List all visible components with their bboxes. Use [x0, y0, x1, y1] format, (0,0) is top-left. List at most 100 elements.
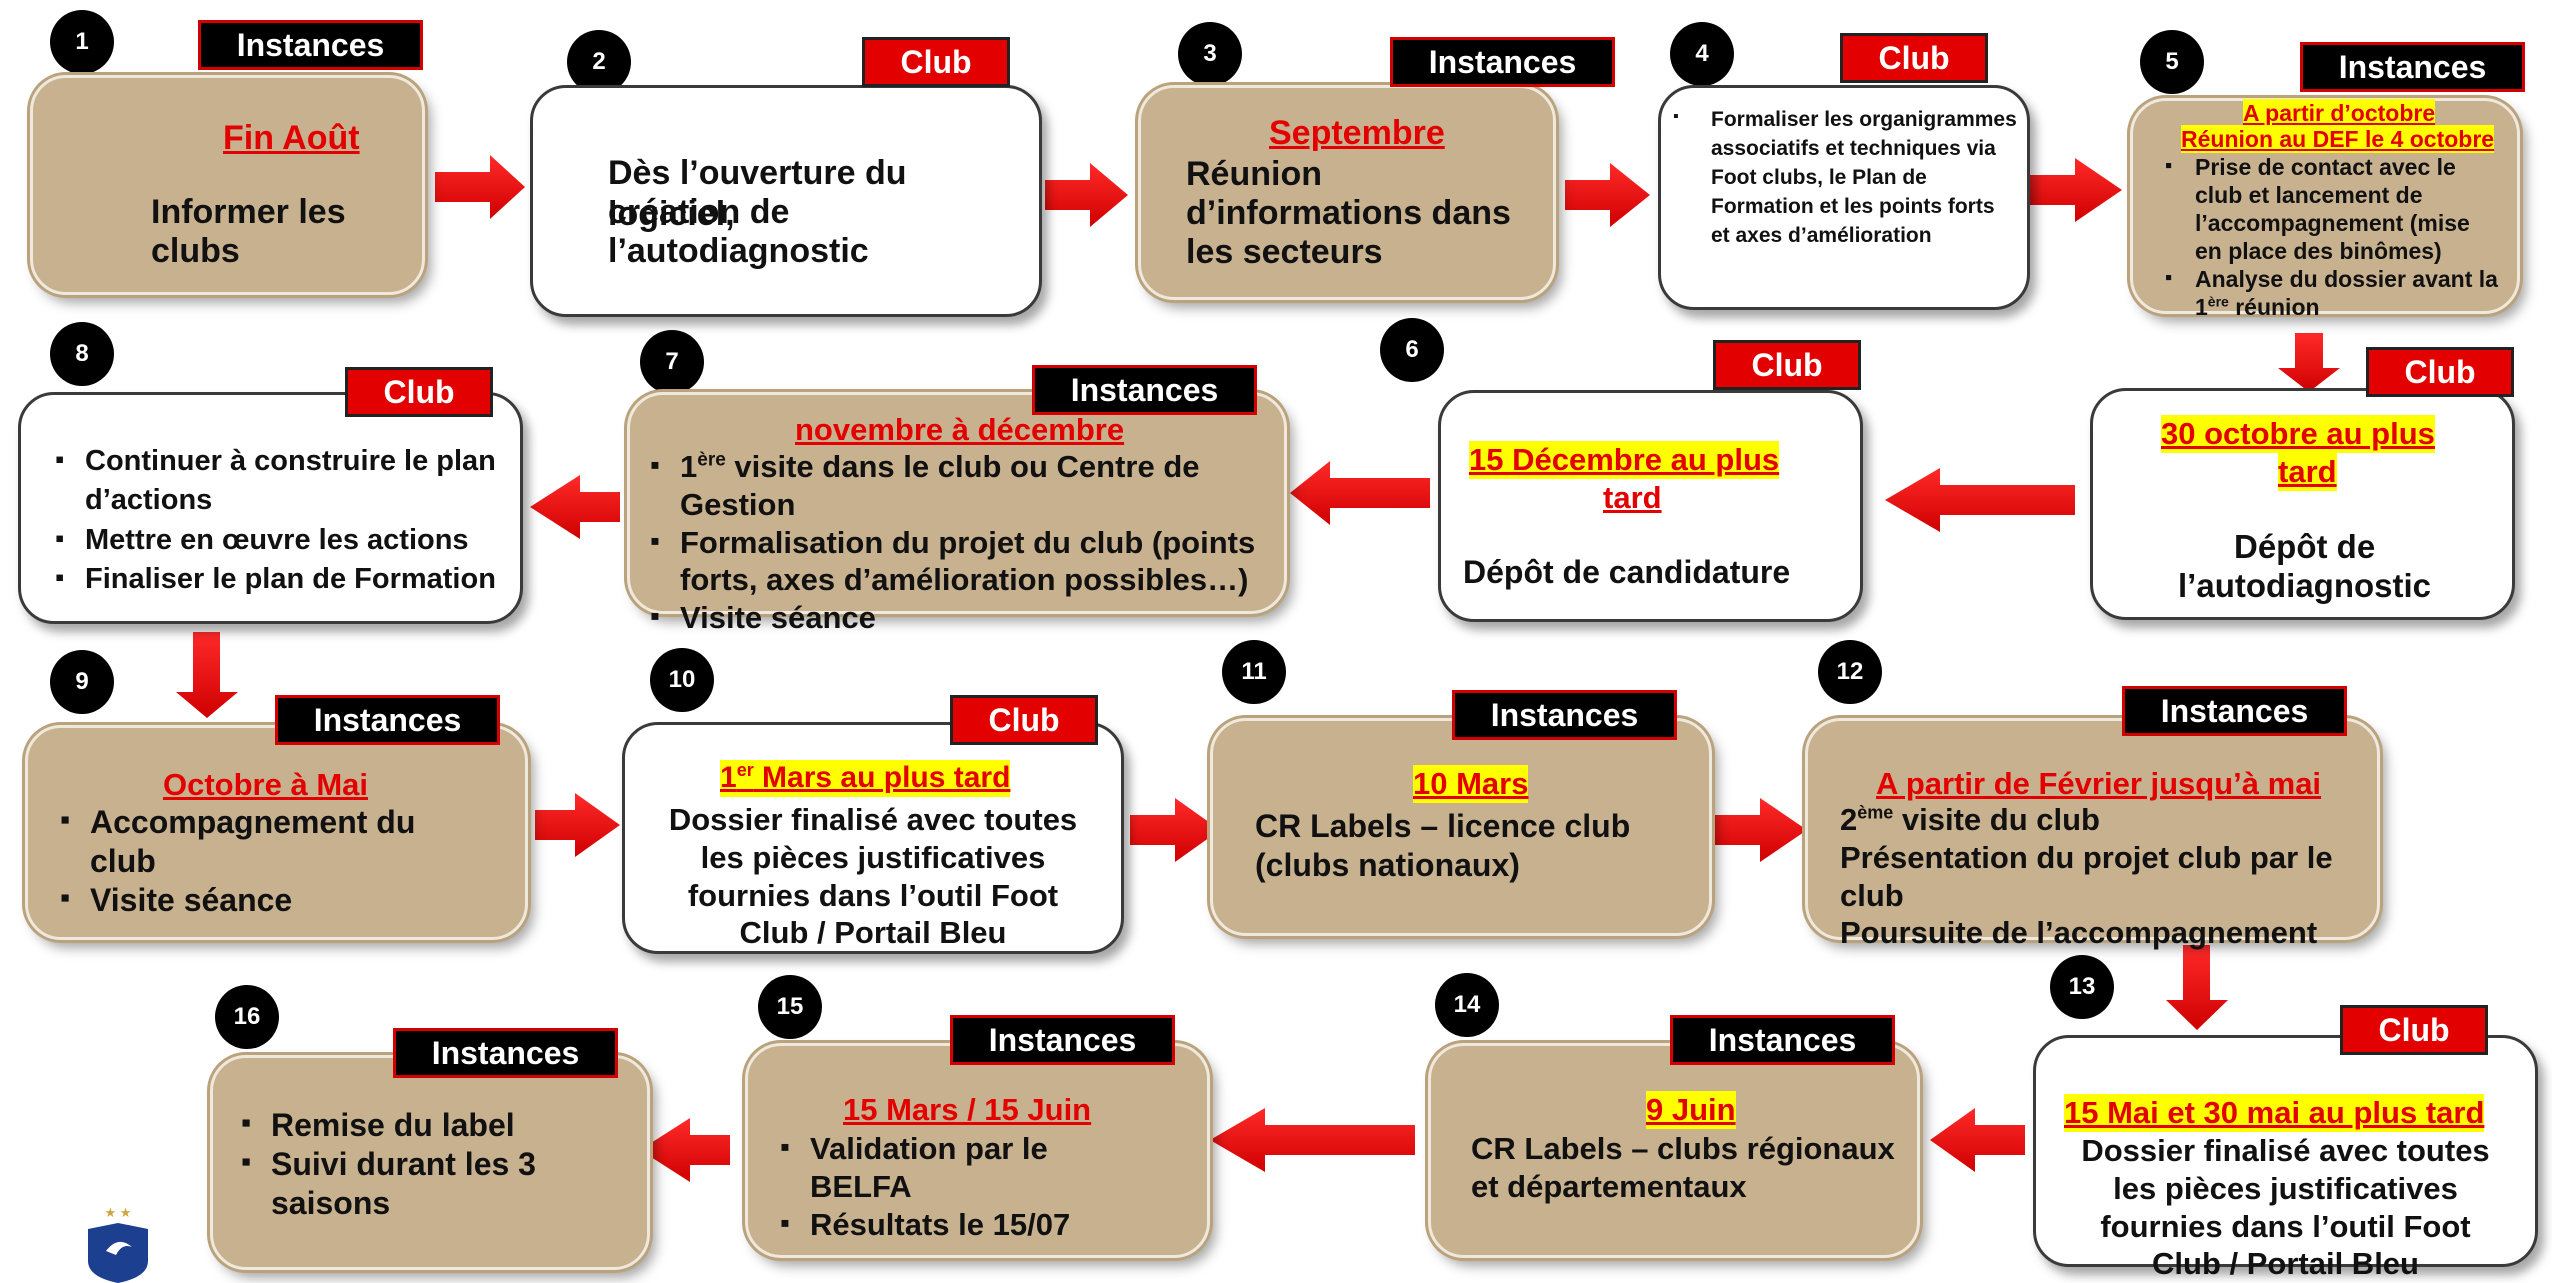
step-number: 12	[1818, 640, 1882, 704]
step-8-item: Finaliser le plan de Formation	[55, 560, 496, 599]
logo-stars: ★ ★	[104, 1205, 132, 1220]
step-number: 6	[1380, 318, 1444, 382]
step-number: 14	[1435, 973, 1499, 1037]
instances-label: Instances	[393, 1028, 618, 1078]
step-1-box: Fin Août Informer les clubs	[30, 75, 425, 295]
step-15-box: 15 Mars / 15 Juin Validation par leBELFA…	[745, 1043, 1210, 1258]
arrow-6-7	[1290, 461, 1430, 525]
arrow-2-3	[1045, 163, 1128, 227]
step-autodiagnostic-box: 30 octobre au plus tard Dépôt de l’autod…	[2090, 388, 2515, 620]
autodiag-title-1: 30 octobre au plus	[2161, 415, 2435, 453]
step-6-title-2: tard	[1603, 480, 1662, 515]
step-7-item: 1ère visite dans le club ou Centre de Ge…	[650, 448, 1255, 524]
step-13-box: 15 Mai et 30 mai au plus tard Dossier fi…	[2033, 1035, 2538, 1281]
step-1-text-2: clubs	[151, 232, 240, 270]
club-label: Club	[2340, 1005, 2488, 1055]
step-9-title: Octobre à Mai	[163, 767, 368, 802]
arrow-4-5	[2030, 158, 2122, 222]
instances-label: Instances	[1032, 365, 1257, 415]
step-11-text-2: (clubs nationaux)	[1255, 847, 1520, 883]
step-number: 16	[215, 985, 279, 1049]
step-10-title: 1er Mars au plus tard	[720, 760, 1011, 797]
step-5-box: A partir d’octobre Réunion au DEF le 4 o…	[2130, 98, 2520, 320]
step-3-title: Septembre	[1269, 114, 1445, 152]
step-3-text-1: Réunion	[1186, 155, 1322, 193]
step-6-box: 15 Décembre au plus tard Dépôt de candid…	[1438, 390, 1863, 622]
step-2-text-3: l’autodiagnostic	[608, 232, 869, 270]
step-9-item: Visite séance	[60, 881, 415, 920]
step-2-text-2: création de	[608, 193, 790, 231]
club-label: Club	[950, 695, 1098, 745]
step-number: 4	[1670, 22, 1734, 86]
step-12-text: 2ème visite du club Présentation du proj…	[1840, 802, 2333, 951]
step-12-box: A partir de Février jusqu’à mai 2ème vis…	[1805, 718, 2380, 950]
step-4-bullets: ▪ Formaliser les organigrammes associati…	[1673, 106, 2017, 251]
step-14-title: 9 Juin	[1646, 1091, 1736, 1129]
step-3-box: Septembre Réunion d’informations dans le…	[1138, 85, 1556, 300]
step-16-bullets: Remise du label Suivi durant les 3saison…	[241, 1106, 536, 1223]
step-14-text-1: CR Labels – clubs régionaux	[1471, 1131, 1895, 1166]
step-number: 5	[2140, 30, 2204, 94]
step-7-item: Formalisation du projet du club (pointsf…	[650, 524, 1255, 600]
arrow-1-2	[435, 155, 525, 219]
step-number: 11	[1222, 640, 1286, 704]
step-number: 7	[640, 330, 704, 394]
step-3-text-2: d’informations dans	[1186, 194, 1511, 232]
step-number: 13	[2050, 955, 2114, 1019]
instances-label: Instances	[1390, 37, 1615, 87]
instances-label: Instances	[1452, 690, 1677, 740]
arrow-8-9	[176, 632, 238, 718]
step-11-text-1: CR Labels – licence club	[1255, 808, 1631, 844]
step-4-box: ▪ Formaliser les organigrammes associati…	[1658, 85, 2030, 310]
arrow-14-15	[1210, 1108, 1415, 1172]
club-label: Club	[2366, 347, 2514, 397]
arrow-3-4	[1565, 163, 1650, 227]
step-16-box: Remise du label Suivi durant les 3saison…	[210, 1055, 650, 1270]
step-number: 9	[50, 650, 114, 714]
club-label: Club	[345, 367, 493, 417]
instances-label: Instances	[2122, 686, 2347, 736]
step-4-line: Foot clubs, le Plan de	[1711, 165, 1927, 189]
step-number: 15	[758, 975, 822, 1039]
arrow-12-13	[2166, 945, 2228, 1030]
step-1-title: Fin Août	[223, 119, 360, 157]
step-14-box: 9 Juin CR Labels – clubs régionaux et dé…	[1428, 1043, 1920, 1258]
step-5-title-2: Réunion au DEF le 4 octobre	[2181, 125, 2495, 154]
step-7-box: novembre à décembre 1ère visite dans le …	[627, 392, 1287, 635]
autodiag-title-2: tard	[2278, 453, 2337, 491]
step-number: 2	[567, 30, 631, 94]
step-5-item: Analyse du dossier avant la 1ère réunion	[2165, 265, 2498, 321]
step-4-line: et axes d’amélioration	[1711, 223, 1932, 247]
arrow-5-down	[2278, 333, 2340, 392]
step-7-item: Visite séance	[650, 599, 1255, 637]
instances-label: Instances	[198, 20, 423, 70]
step-14-text-2: et départementaux	[1471, 1169, 1747, 1204]
club-label: Club	[1713, 340, 1861, 390]
step-15-title: 15 Mars / 15 Juin	[843, 1092, 1092, 1127]
instances-label: Instances	[275, 695, 500, 745]
step-8-item: Mettre en œuvre les actions	[55, 521, 496, 560]
fff-logo: ★ ★	[82, 1205, 154, 1283]
step-8-box: Continuer à construire le pland’actions …	[18, 392, 523, 624]
instances-label: Instances	[1670, 1015, 1895, 1065]
arrow-13-14	[1930, 1108, 2025, 1172]
step-4-line: Formaliser les organigrammes	[1711, 108, 2017, 131]
step-16-item: Remise du label	[241, 1106, 536, 1145]
arrow-10-11	[1130, 798, 1220, 862]
instances-label: Instances	[950, 1015, 1175, 1065]
arrow-11-12	[1715, 798, 1807, 862]
arrow-9-10	[535, 793, 620, 857]
step-3-text-3: les secteurs	[1186, 233, 1383, 271]
arrow-7-8	[530, 475, 620, 539]
instances-label: Instances	[2300, 42, 2525, 92]
step-1-text-1: Informer les	[151, 193, 346, 231]
